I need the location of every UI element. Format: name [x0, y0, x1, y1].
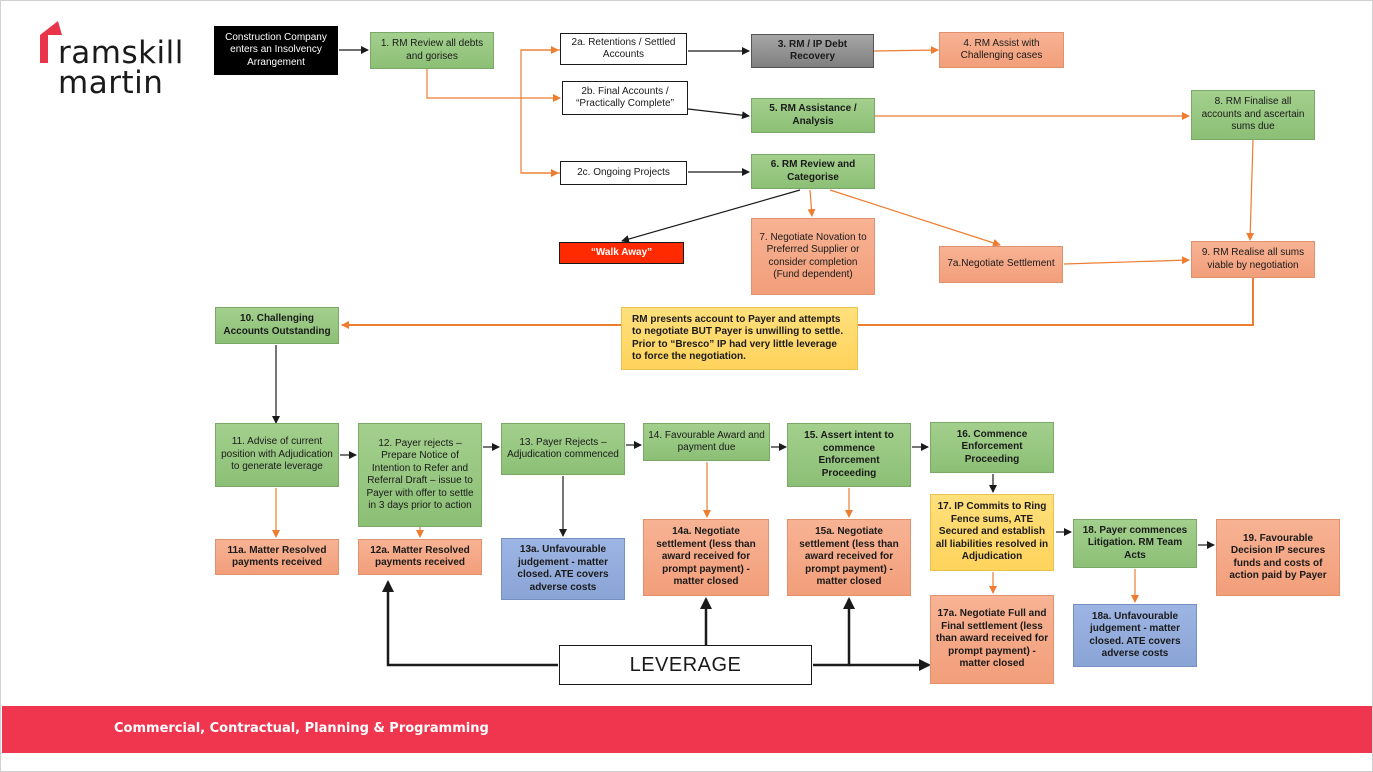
- logo-line-1: ramskill: [58, 35, 184, 71]
- arrow-6-to-walk: [621, 189, 801, 243]
- leverage-arrow-15a: [813, 597, 855, 667]
- arrow-8-to-9: [1246, 139, 1255, 241]
- node-10: 10. Challenging Accounts Outstanding: [215, 307, 339, 344]
- node-start: Construction Company enters an Insolvenc…: [214, 26, 338, 75]
- node-12a: 12a. Matter Resolved payments received: [358, 539, 482, 575]
- node-14: 14. Favourable Award and payment due: [643, 423, 770, 461]
- node-18: 18. Payer commences Litigation. RM Team …: [1073, 519, 1197, 568]
- node-7a: 7a.Negotiate Settlement: [939, 246, 1063, 283]
- node-1: 1. RM Review all debts and gorises: [370, 32, 494, 69]
- node-16: 16. Commence Enforcement Proceeding: [930, 422, 1054, 473]
- footer-text: Commercial, Contractual, Planning & Prog…: [114, 721, 489, 736]
- node-14a: 14a. Negotiate settlement (less than awa…: [643, 519, 769, 596]
- node-17a: 17a. Negotiate Full and Final settlement…: [930, 595, 1054, 684]
- node-12: 12. Payer rejects – Prepare Notice of In…: [358, 423, 482, 527]
- node-17: 17. IP Commits to Ring Fence sums, ATE S…: [930, 494, 1054, 571]
- node-2b: 2b. Final Accounts / “Practically Comple…: [562, 81, 688, 115]
- node-15: 15. Assert intent to commence Enforcemen…: [787, 423, 911, 487]
- node-payer-note: RM presents account to Payer and attempt…: [621, 307, 858, 370]
- node-11: 11. Advise of current position with Adju…: [215, 423, 339, 487]
- node-leverage: LEVERAGE: [559, 645, 812, 685]
- node-walk-away: “Walk Away”: [559, 242, 684, 264]
- node-15a: 15a. Negotiate settlement (less than awa…: [787, 519, 911, 596]
- leverage-arrow-12a: [382, 580, 558, 667]
- arrow-6-to-7a: [829, 189, 1001, 247]
- node-5: 5. RM Assistance / Analysis: [751, 98, 875, 133]
- node-2a: 2a. Retentions / Settled Accounts: [560, 33, 687, 65]
- node-6: 6. RM Review and Categorise: [751, 154, 875, 189]
- arrow-3-to-4: [873, 46, 939, 55]
- footer-banner: Commercial, Contractual, Planning & Prog…: [2, 706, 1372, 753]
- node-3: 3. RM / IP Debt Recovery: [751, 34, 874, 68]
- bracket-2a-2c: [520, 49, 560, 174]
- node-13: 13. Payer Rejects – Adjudication commenc…: [501, 423, 625, 475]
- logo-line-2: martin: [58, 65, 164, 101]
- arrow-1-to-2b: [426, 69, 561, 102]
- node-2c: 2c. Ongoing Projects: [560, 161, 687, 185]
- node-7: 7. Negotiate Novation to Preferred Suppl…: [751, 218, 875, 295]
- node-9: 9. RM Realise all sums viable by negotia…: [1191, 241, 1315, 278]
- node-11a: 11a. Matter Resolved payments received: [215, 539, 339, 575]
- node-4: 4. RM Assist with Challenging cases: [939, 32, 1064, 68]
- logo-mark-icon: [40, 21, 62, 63]
- node-13a: 13a. Unfavourable judgement - matter clo…: [501, 538, 625, 600]
- arrow-2b-to-5: [687, 108, 750, 120]
- node-8: 8. RM Finalise all accounts and ascertai…: [1191, 90, 1315, 140]
- arrow-7a-to-9: [1063, 256, 1190, 265]
- arrow-6-to-7: [807, 189, 816, 217]
- node-18a: 18a. Unfavourable judgement - matter clo…: [1073, 604, 1197, 667]
- node-19: 19. Favourable Decision IP secures funds…: [1216, 519, 1340, 596]
